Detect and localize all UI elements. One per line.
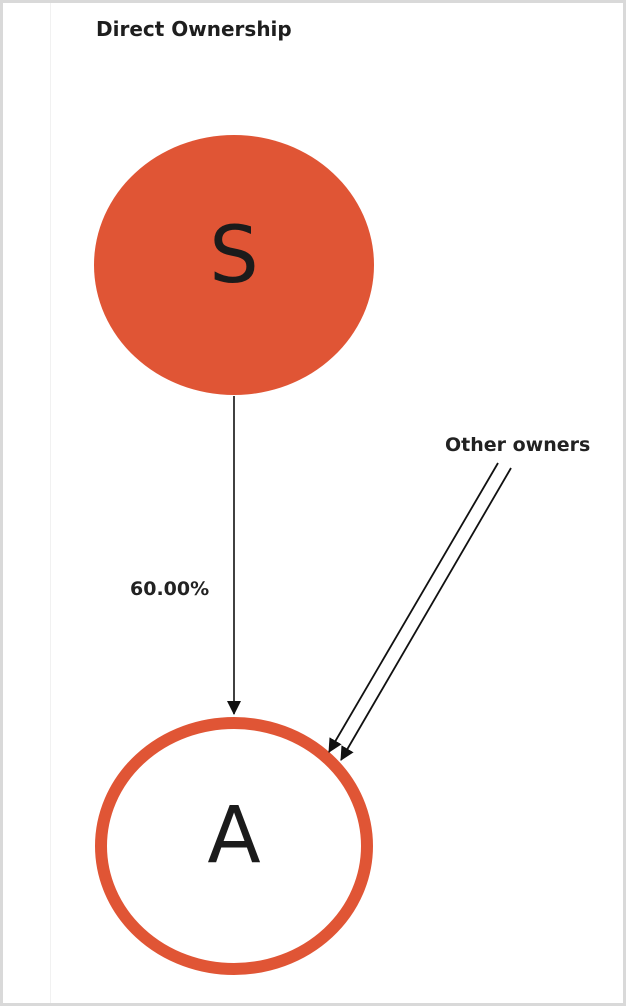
other-owners-label: Other owners: [445, 434, 591, 456]
node-a[interactable]: [95, 717, 373, 975]
node-s[interactable]: [94, 135, 374, 395]
diagram-title: Direct Ownership: [96, 17, 292, 41]
edge-other-owners-2: [340, 467, 512, 761]
edge-other-owners-1: [328, 462, 499, 753]
node-a-label: A: [207, 791, 261, 881]
gutter-divider: [50, 3, 51, 1003]
ownership-percentage-label: 60.00%: [130, 578, 210, 600]
node-s-label: S: [209, 211, 259, 301]
